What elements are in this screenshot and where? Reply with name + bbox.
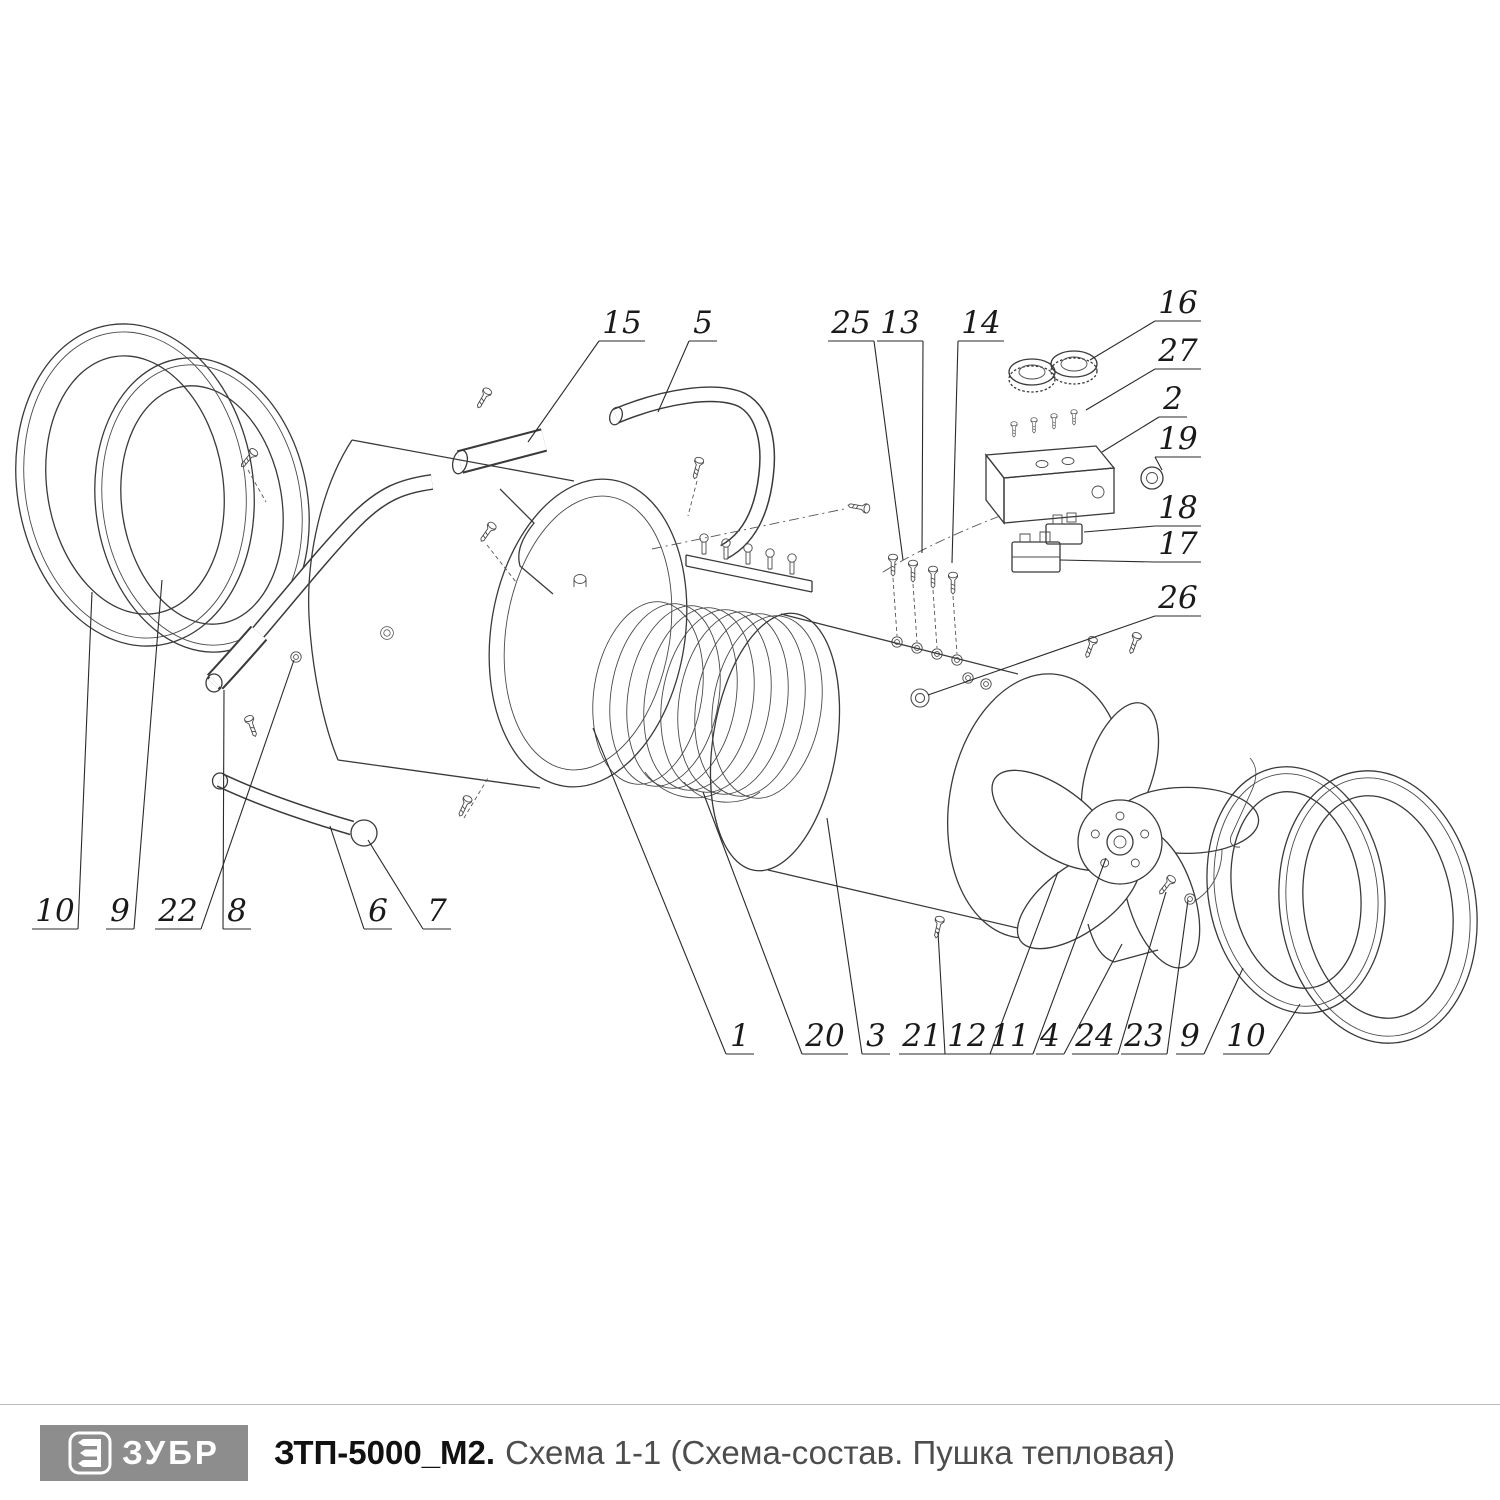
callout-number: 11 [990, 1018, 1029, 1054]
grille-ring-left-outer [15, 323, 255, 647]
callout-2: 2 [1101, 381, 1187, 453]
callout-number: 3 [866, 1018, 886, 1054]
callout-18: 18 [1083, 490, 1201, 533]
heating-coil [592, 533, 823, 803]
fastener-cluster [651, 500, 963, 666]
control-box [879, 445, 1116, 575]
callout-15: 15 [527, 305, 645, 443]
callout-number: 4 [1039, 1018, 1060, 1054]
callout-24: 24 [1072, 891, 1167, 1055]
front-housing [307, 439, 688, 789]
callout-12: 12 [944, 871, 1059, 1055]
cable-bushing [1140, 466, 1164, 490]
thermostat [1011, 531, 1061, 573]
callout-number: 15 [602, 305, 641, 341]
callout-27: 27 [1085, 333, 1201, 411]
panel-screws [1010, 409, 1078, 438]
scheme-subtitle: Схема 1-1 (Схема-состав. Пушка тепловая) [505, 1434, 1176, 1471]
callout-number: 27 [1157, 333, 1198, 369]
callout-6: 6 [329, 825, 392, 930]
scheme-title: ЗТП-5000_М2.Схема 1-1 (Схема-состав. Пуш… [274, 1434, 1175, 1472]
callout-16: 16 [1089, 285, 1201, 361]
callout-number: 26 [1157, 580, 1197, 616]
zubr-logo: ЗУБР [40, 1425, 248, 1481]
brand-name: ЗУБР [122, 1434, 220, 1471]
callout-17: 17 [1059, 526, 1201, 563]
callout-5: 5 [657, 305, 717, 413]
callout-8: 8 [222, 689, 251, 930]
fan [991, 702, 1260, 969]
callout-9: 9 [106, 579, 163, 930]
footer-divider [0, 1404, 1500, 1405]
top-handle [451, 386, 776, 560]
tube-nut [380, 626, 394, 640]
callout-number: 1 [730, 1018, 750, 1054]
knobs [1008, 350, 1098, 393]
zubr-logo-emblem [68, 1431, 112, 1475]
callout-25: 25 [828, 305, 904, 561]
callout-9: 9 [1176, 967, 1244, 1055]
callout-20: 20 [702, 791, 848, 1055]
callout-number: 7 [427, 893, 447, 929]
callout-4: 4 [1036, 943, 1123, 1055]
callout-19: 19 [1154, 421, 1201, 471]
washer [290, 651, 302, 663]
callout-number: 14 [961, 305, 1000, 341]
callout-number: 21 [901, 1018, 941, 1054]
ring-left [94, 357, 310, 653]
callout-21: 21 [899, 931, 946, 1055]
ring-right-inner [1206, 766, 1386, 1014]
callout-number: 12 [947, 1018, 986, 1054]
callout-number: 5 [693, 305, 713, 341]
callout-number: 25 [830, 305, 870, 341]
callout-number: 19 [1158, 421, 1197, 457]
callout-number: 9 [110, 893, 130, 929]
callout-1: 1 [592, 727, 754, 1055]
callout-10: 10 [32, 591, 93, 930]
callout-13: 13 [877, 305, 924, 554]
model-name: ЗТП-5000_М2. [274, 1434, 496, 1471]
callout-number: 13 [880, 305, 919, 341]
callout-number: 8 [227, 893, 247, 929]
grille-ring-right-outer [1278, 770, 1478, 1044]
callout-number: 16 [1158, 285, 1197, 321]
callout-26: 26 [927, 580, 1201, 696]
callout-number: 22 [157, 893, 197, 929]
callout-number: 18 [1158, 490, 1197, 526]
body-nut [910, 688, 930, 708]
callout-number: 10 [1226, 1018, 1265, 1054]
callout-14: 14 [951, 305, 1004, 564]
switch [1045, 512, 1083, 545]
callout-number: 20 [804, 1018, 844, 1054]
callout-number: 24 [1074, 1018, 1114, 1054]
footer: ЗУБР ЗТП-5000_М2.Схема 1-1 (Схема-состав… [0, 1404, 1500, 1481]
callout-23: 23 [1121, 899, 1189, 1055]
handle-frame-tubes [205, 474, 434, 847]
callout-number: 10 [35, 893, 74, 929]
callout-number: 23 [1123, 1018, 1163, 1054]
callout-7: 7 [367, 839, 451, 930]
callout-number: 17 [1158, 526, 1198, 562]
callout-number: 9 [1180, 1018, 1200, 1054]
callout-10: 10 [1223, 1003, 1301, 1055]
callout-number: 6 [368, 893, 388, 929]
scattered-screws [237, 386, 705, 819]
callout-22: 22 [155, 659, 295, 930]
callout-3: 3 [826, 817, 890, 1055]
callout-11: 11 [987, 857, 1107, 1055]
callout-number: 2 [1162, 381, 1183, 417]
